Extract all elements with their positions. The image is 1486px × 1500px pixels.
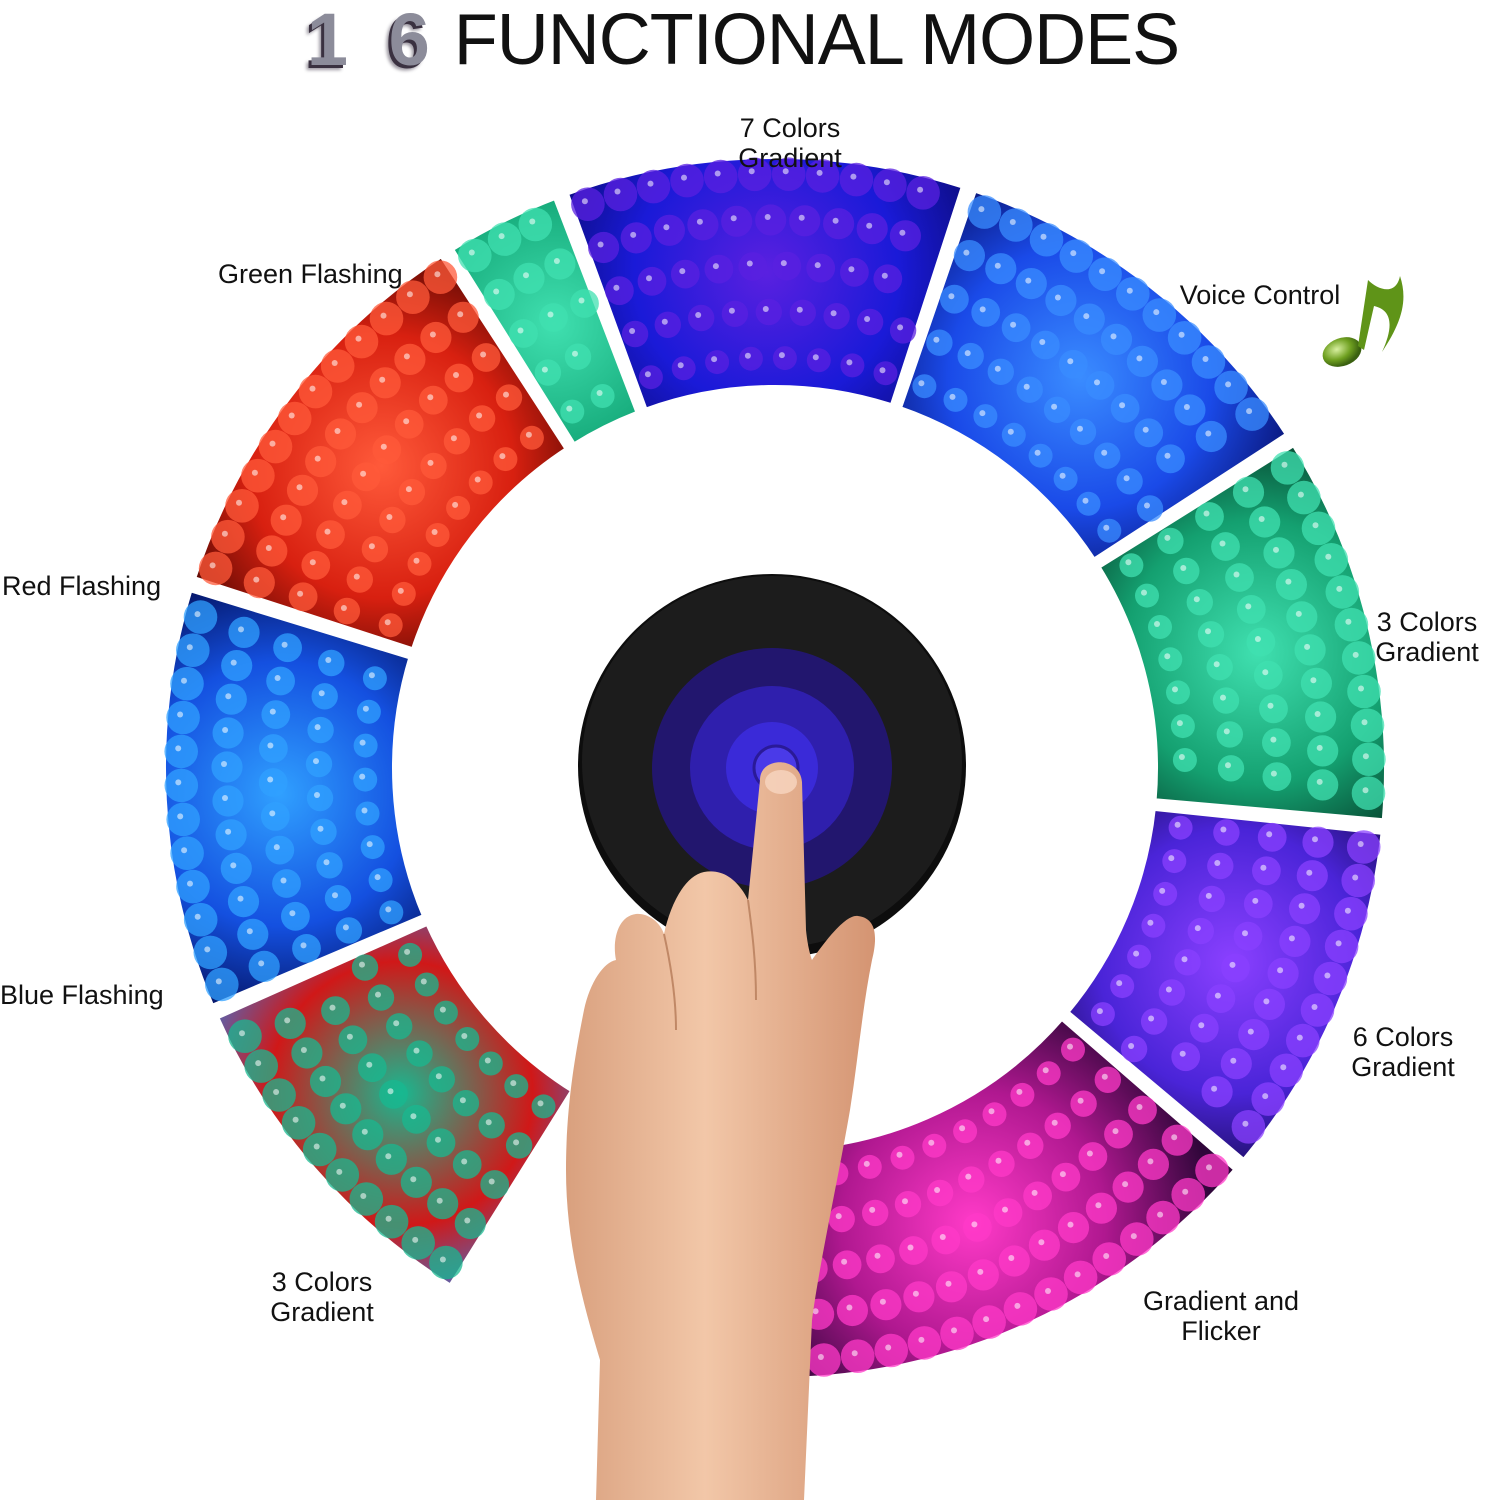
mode-label-line2: Flicker [1181,1316,1261,1346]
title-number: 1 6 [306,0,440,81]
led-dots-5 [228,942,556,1280]
mode-label-line2: Gradient [1375,637,1479,667]
mode-label-3-colors-gradient-left: 3 Colors Gradient [258,1267,386,1327]
mode-label-line1: 3 Colors [271,1267,373,1297]
mode-label-voice-control: Voice Control [1162,280,1358,310]
mode-label-line1: 6 Colors [1352,1022,1454,1052]
mode-label-red-flashing: Red Flashing [2,571,182,601]
mode-label-line1: Gradient and [1142,1286,1300,1316]
mode-label-line2: Gradient [270,1297,374,1327]
mode-label-gradient-and-flicker: Gradient and Flicker [1126,1286,1316,1346]
led-dots-8 [458,207,615,424]
mode-label-line1: 7 Colors [739,113,841,143]
led-dots-7 [198,260,544,638]
mode-label-7-colors-gradient: 7 Colors Gradient [720,113,860,173]
led-dots-6 [164,600,404,1002]
title-text: FUNCTIONAL MODES [453,0,1180,80]
mode-label-line2: Gradient [1351,1052,1455,1082]
led-dots-1 [912,195,1269,543]
mode-label-line1: 3 Colors [1376,607,1478,637]
mode-label-green-flashing: Green Flashing [218,259,428,289]
mode-label-blue-flashing: Blue Flashing [0,980,184,1010]
touch-puck[interactable] [578,574,966,958]
mode-label-line1: Green Flashing [218,259,403,289]
led-dots-3 [1090,815,1381,1144]
green-music-note-icon [1322,276,1404,367]
mode-label-line1: Voice Control [1179,280,1341,310]
led-dots-0 [571,157,940,390]
mode-label-line2: Gradient [738,143,842,173]
mode-label-3-colors-gradient-right: 3 Colors Gradient [1364,607,1486,667]
led-dots-2 [1119,451,1386,810]
mode-label-6-colors-gradient: 6 Colors Gradient [1340,1022,1466,1082]
pointing-hand-icon [566,762,876,1500]
mode-label-line1: Red Flashing [2,571,162,601]
mode-label-line1: Blue Flashing [0,980,164,1010]
